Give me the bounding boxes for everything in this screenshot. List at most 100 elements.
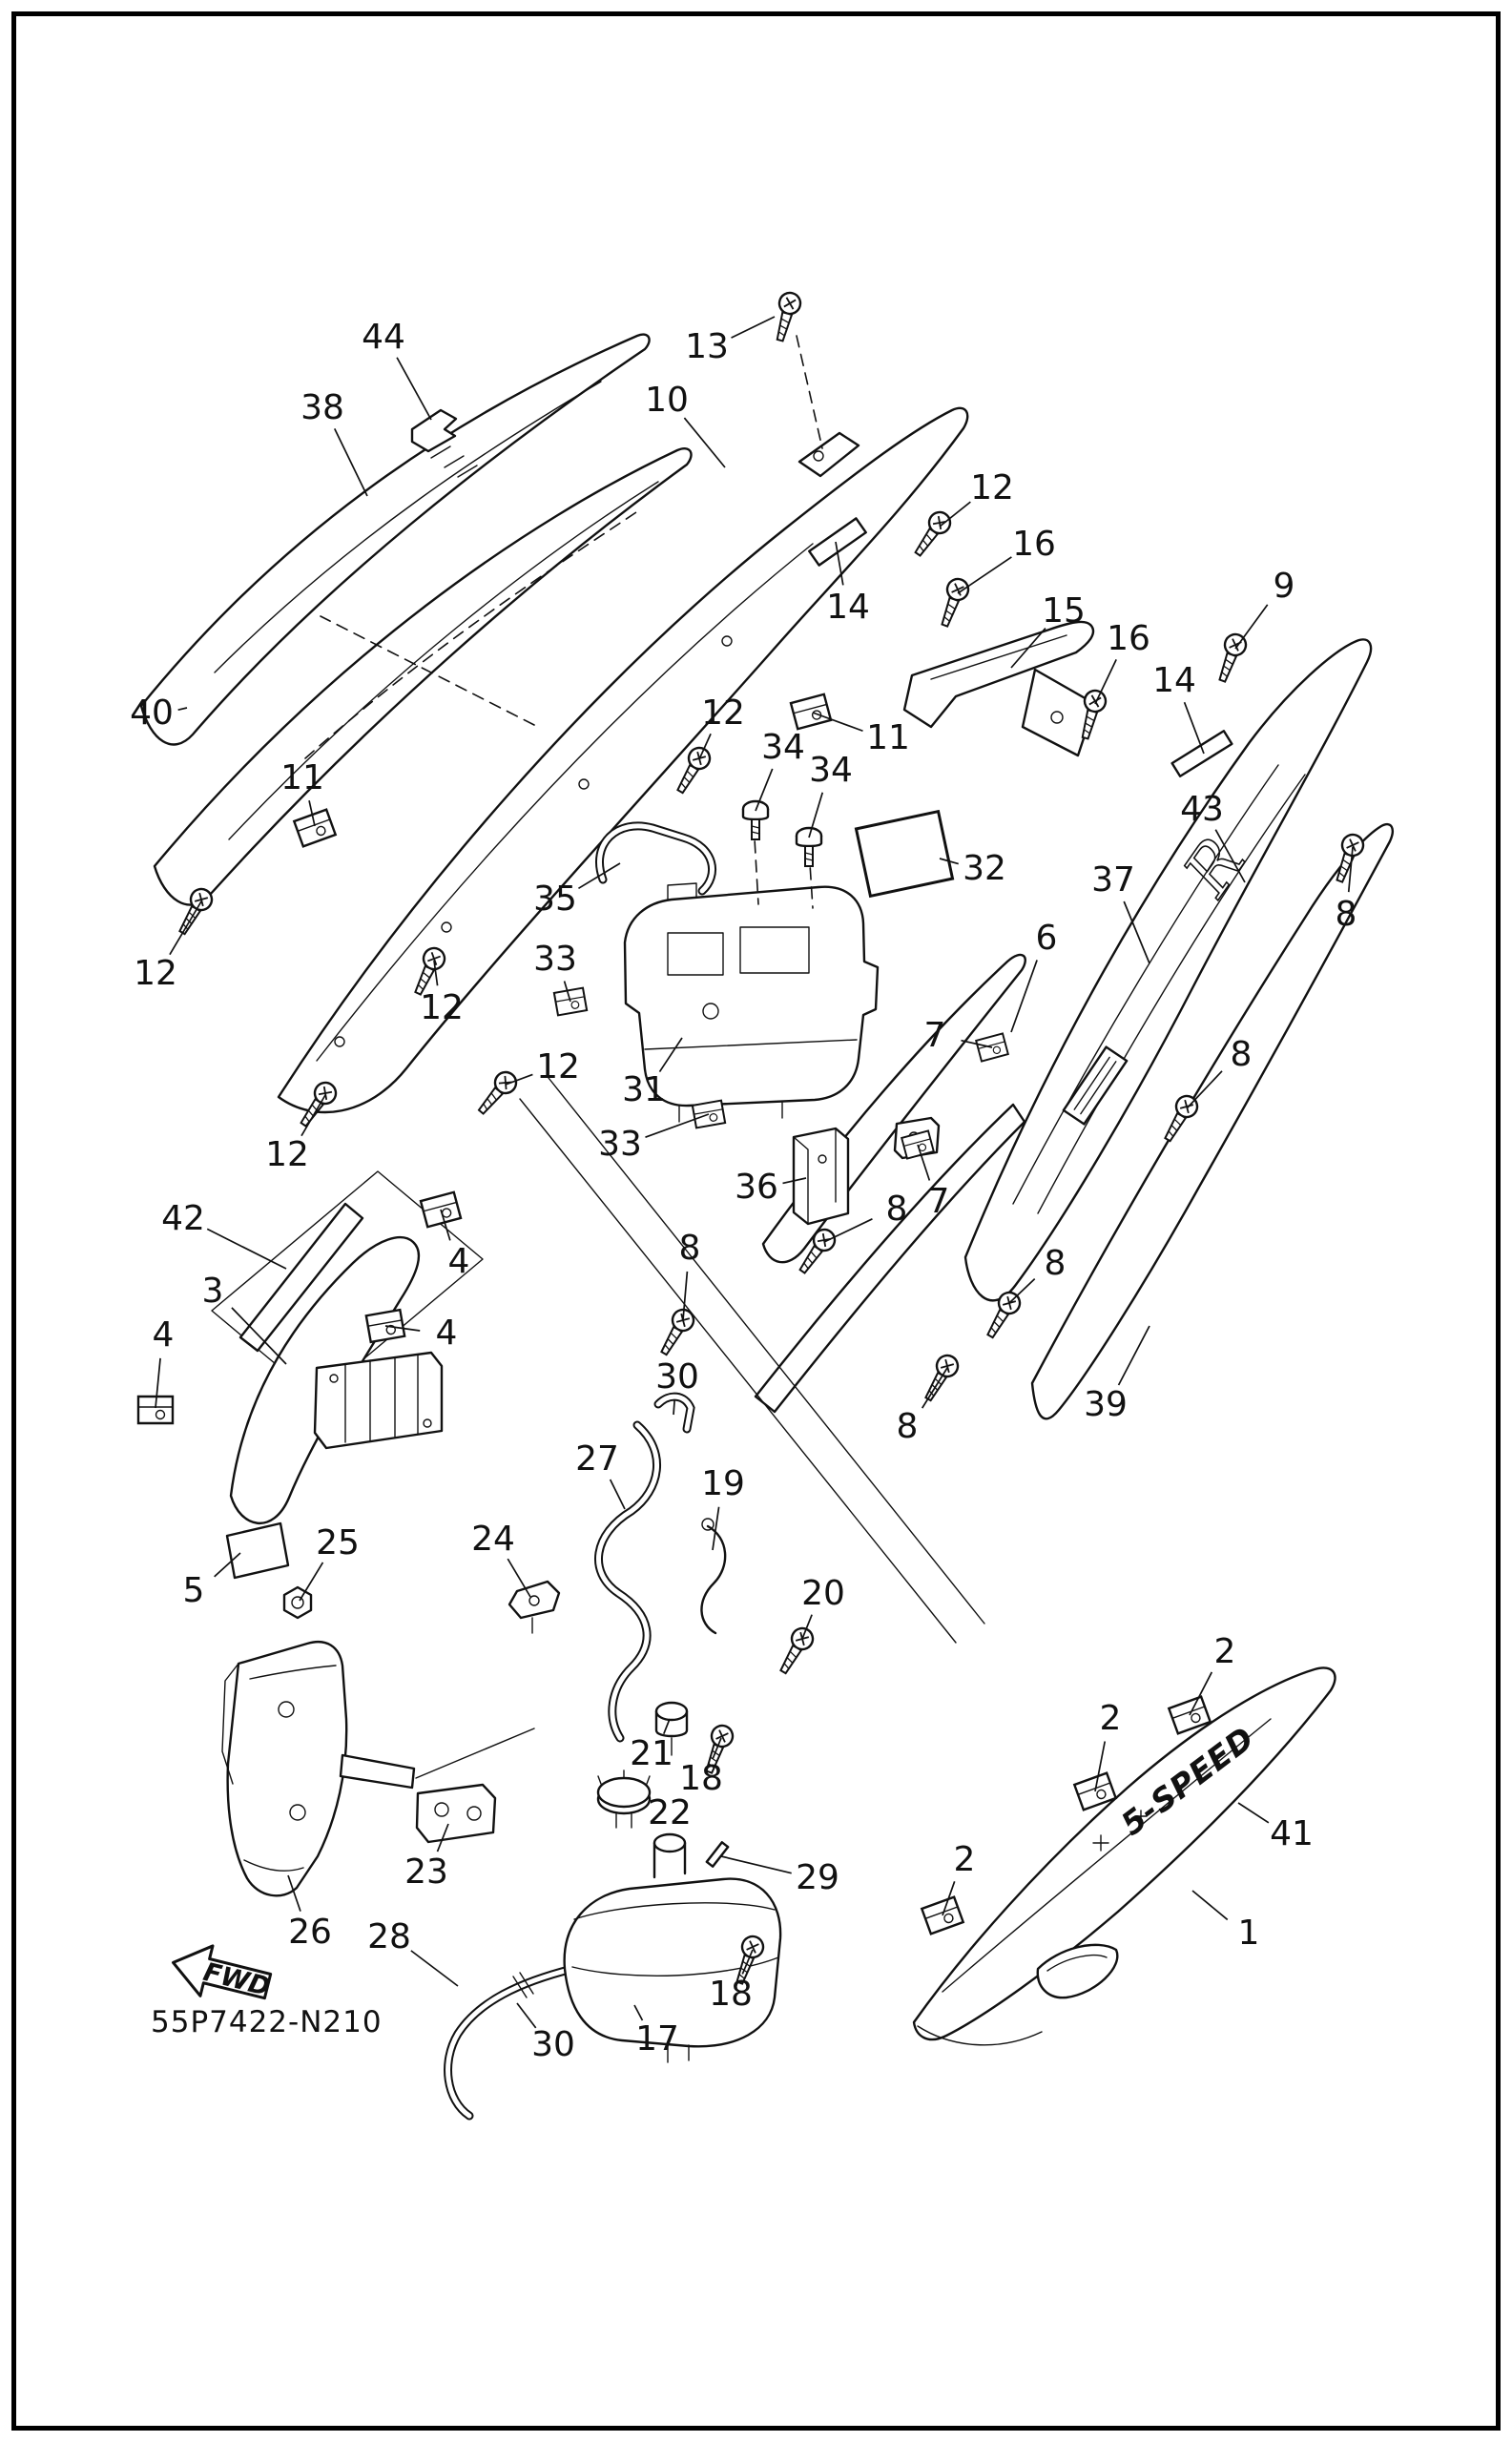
sensor-21 <box>654 1701 689 1756</box>
part-number-label: 2 <box>953 1840 976 1879</box>
part-number-label: 8 <box>1335 895 1357 934</box>
part-number-label: 38 <box>300 388 344 427</box>
grommet-25 <box>282 1585 313 1620</box>
part-number-label: 3 <box>201 1272 224 1311</box>
part-number-label: 2 <box>1099 1699 1122 1738</box>
tank-17 <box>563 1877 782 2063</box>
part-number-label: 12 <box>134 954 177 993</box>
part-number-label: 20 <box>801 1574 845 1613</box>
plate-23 <box>415 1783 497 1844</box>
part-number-label: 13 <box>685 327 729 366</box>
part-number-label: 4 <box>447 1242 470 1281</box>
leader-lines <box>155 316 1354 2029</box>
part-number-label: 11 <box>866 718 910 757</box>
part-number-label: 8 <box>885 1190 908 1229</box>
part-number-label: 12 <box>536 1047 580 1086</box>
part-number-label: 12 <box>265 1135 309 1174</box>
screw-8-icon <box>653 1304 699 1360</box>
part-number-label: 33 <box>598 1125 642 1164</box>
pad-32 <box>854 809 955 899</box>
part-number-label: 30 <box>531 2025 575 2064</box>
screw-9-icon <box>1211 630 1251 686</box>
part-number-label: 40 <box>130 693 174 733</box>
part-number-label: 1 <box>1237 1914 1260 1953</box>
cap-22 <box>596 1769 652 1829</box>
part-number-label: 18 <box>709 1975 753 2014</box>
bracket-26 <box>221 1585 535 1897</box>
strip-42 <box>238 1202 364 1353</box>
handle-35 <box>595 821 717 896</box>
part-number-label: 7 <box>923 1016 946 1055</box>
part-number-label: 12 <box>701 693 745 733</box>
part-number-label: 32 <box>963 849 1006 888</box>
part-number-label: 39 <box>1084 1385 1128 1424</box>
part-number-label: 21 <box>630 1734 673 1773</box>
part-number-label: 8 <box>678 1229 701 1268</box>
part-number-label: 7 <box>927 1182 950 1221</box>
strip-14 <box>808 517 867 567</box>
part-number-label: 41 <box>1270 1814 1314 1853</box>
part-number-label: 6 <box>1035 919 1058 958</box>
part-number-label: 14 <box>826 588 870 627</box>
block-36 <box>792 1127 850 1226</box>
strip-14b <box>1170 730 1233 777</box>
bracket-15 <box>902 620 1097 757</box>
panel-43: R <box>963 638 1373 1302</box>
part-number-label: 23 <box>404 1852 448 1892</box>
wire-bracket-19 <box>700 1524 727 1635</box>
reservoir-assembly <box>444 1392 782 2121</box>
screw-12-icon <box>471 1066 522 1120</box>
part-number-label: 4 <box>152 1315 175 1355</box>
part-number-label: 8 <box>1044 1244 1067 1283</box>
screw-16-icon <box>933 574 973 631</box>
part-number-label: 43 <box>1180 790 1224 829</box>
pad-5 <box>225 1521 290 1580</box>
panel-39 <box>1030 822 1394 1420</box>
part-number-label: 33 <box>533 940 577 979</box>
assembly-3 <box>211 1170 484 1580</box>
part-number-label: 36 <box>735 1168 778 1207</box>
part-number-label: 9 <box>1273 567 1295 606</box>
part-number-label: 8 <box>1230 1035 1253 1074</box>
part-number-label: 29 <box>796 1858 839 1897</box>
fwd-label: FWD <box>200 1957 273 2002</box>
part-number-label: 28 <box>367 1917 411 1956</box>
bolt-34-icon <box>795 826 823 868</box>
part-number-label: 22 <box>648 1793 692 1832</box>
part-number-label: 24 <box>471 1520 515 1559</box>
part-number-label: 34 <box>809 751 853 790</box>
part-number-label: 44 <box>362 318 405 357</box>
part-number-label: 16 <box>1107 619 1150 658</box>
part-number-label: 17 <box>635 2019 679 2059</box>
part-number-label: 12 <box>420 988 464 1027</box>
panel-1: 5-SPEED <box>912 1666 1336 2046</box>
part-number-label: 8 <box>896 1407 919 1446</box>
part-number-label: 10 <box>645 381 689 420</box>
panel-38 <box>139 333 651 746</box>
part-number-label: 35 <box>533 880 577 919</box>
part-number-label: 26 <box>288 1913 332 1952</box>
side-decal <box>1062 1045 1129 1126</box>
part-number-label: 27 <box>575 1439 619 1479</box>
part-number-label: 25 <box>316 1523 360 1562</box>
part-number-label: 18 <box>679 1759 723 1798</box>
part-number-label: 5 <box>182 1571 205 1610</box>
part-number-label: 11 <box>280 758 324 797</box>
part-number-label: 19 <box>701 1464 745 1503</box>
part-number-label: 2 <box>1213 1632 1236 1671</box>
clip-44 <box>410 408 458 453</box>
part-number-label: 30 <box>655 1357 699 1397</box>
part-number-label: 31 <box>622 1070 666 1109</box>
part-number-label: 42 <box>161 1199 205 1238</box>
part-number-label: 16 <box>1012 525 1056 564</box>
panel-10 <box>277 335 969 1114</box>
screw-20-icon <box>773 1623 818 1679</box>
part-number-label: 12 <box>970 468 1014 507</box>
part-number-label: 37 <box>1091 860 1135 900</box>
drawing-number: 55P7422-N210 <box>151 2005 383 2039</box>
clip-11-icon <box>293 808 337 848</box>
pin-29 <box>705 1841 730 1868</box>
screw-13-icon <box>768 289 804 344</box>
